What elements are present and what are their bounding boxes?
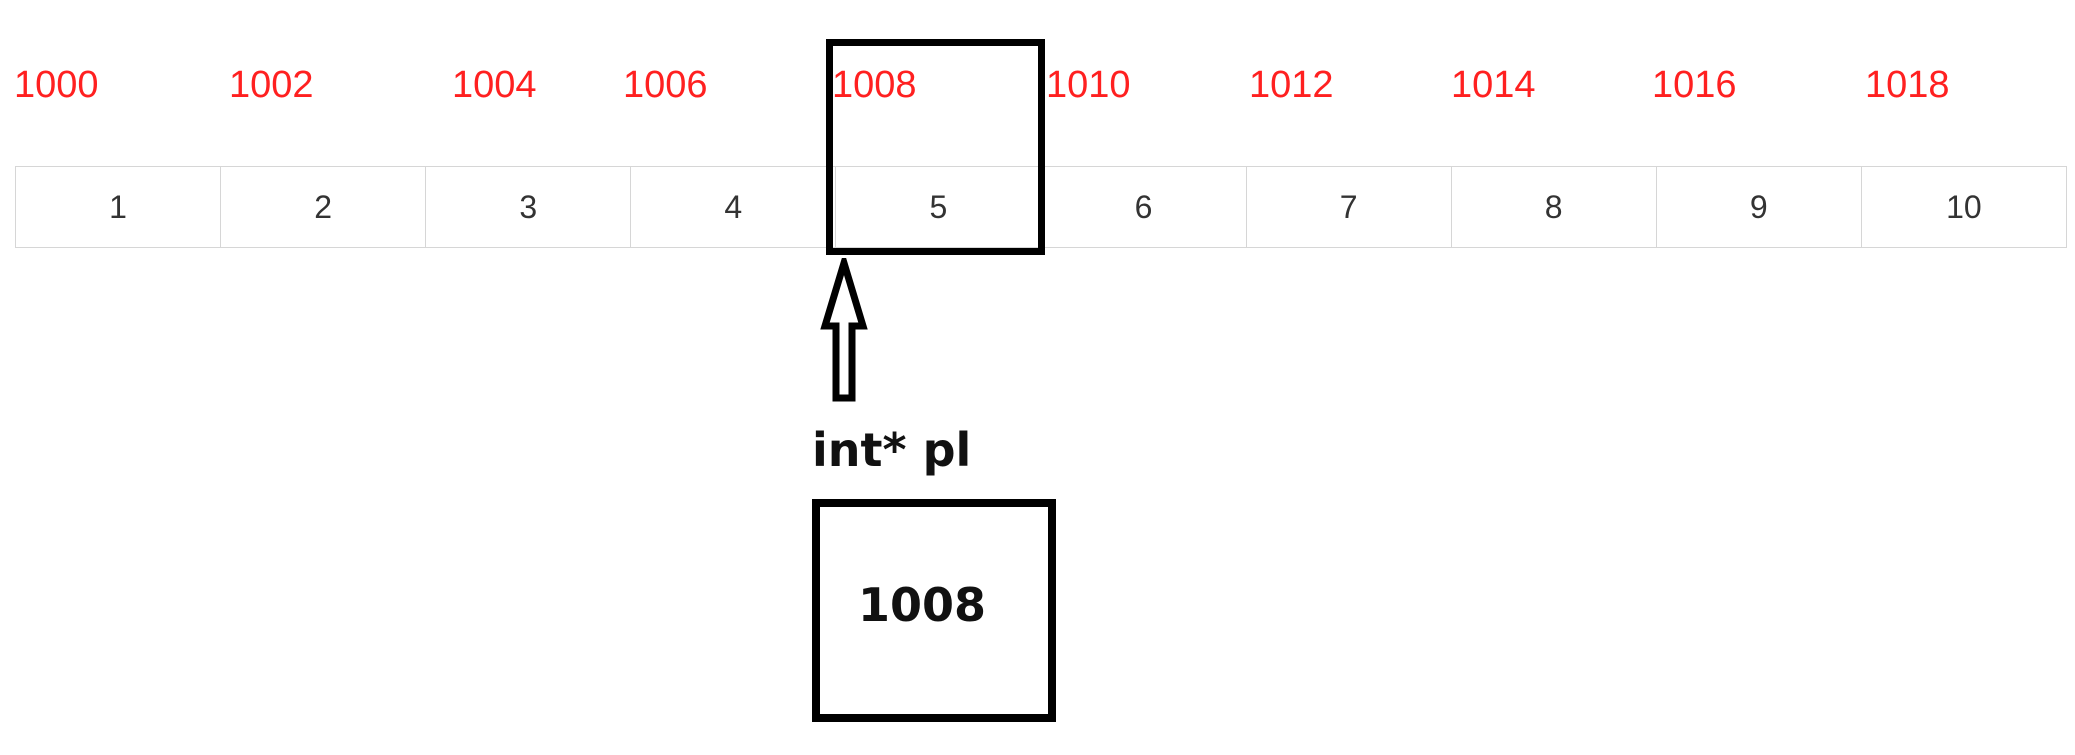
pointer-variable-box: 1008 bbox=[812, 499, 1056, 722]
up-arrow-icon bbox=[820, 258, 868, 402]
address-label: 1000 bbox=[14, 64, 99, 106]
array-cell: 3 bbox=[425, 167, 630, 247]
array-cell: 10 bbox=[1860, 167, 2066, 247]
array-cell: 9 bbox=[1655, 167, 1861, 247]
address-label: 1010 bbox=[1046, 64, 1131, 106]
array-cell: 6 bbox=[1040, 167, 1245, 247]
address-label: 1004 bbox=[452, 64, 537, 106]
address-label: 1006 bbox=[623, 64, 708, 106]
array-cell: 7 bbox=[1245, 167, 1451, 247]
address-label: 1016 bbox=[1652, 64, 1737, 106]
address-label: 1014 bbox=[1451, 64, 1536, 106]
address-label: 1012 bbox=[1249, 64, 1334, 106]
highlight-box bbox=[826, 39, 1045, 255]
array-cell: 1 bbox=[109, 188, 127, 225]
address-label: 1018 bbox=[1865, 64, 1950, 106]
array-cell: 5 bbox=[835, 167, 1040, 247]
array-cell: 8 bbox=[1450, 167, 1656, 247]
array-cell: 4 bbox=[630, 167, 835, 247]
address-label: 1002 bbox=[229, 64, 314, 106]
address-label: 1008 bbox=[832, 64, 917, 106]
pointer-value: 1008 bbox=[858, 577, 987, 632]
pointer-label: int* pl bbox=[812, 423, 972, 477]
array-cell: 2 bbox=[220, 167, 425, 247]
